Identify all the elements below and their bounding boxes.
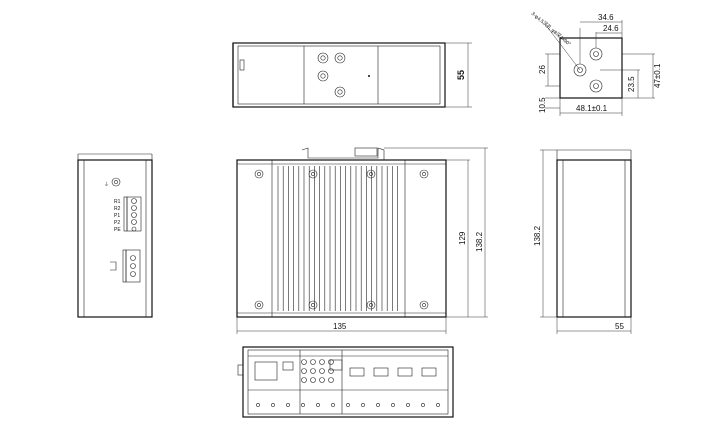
led-indicator bbox=[328, 359, 334, 365]
term-label-2: R2 bbox=[114, 206, 121, 212]
led-indicator bbox=[319, 368, 325, 374]
terminal-dot bbox=[391, 403, 395, 407]
svg-text:⏚: ⏚ bbox=[104, 181, 109, 188]
terminal-block-relay bbox=[110, 249, 141, 283]
dim-front-height-inner: 129 bbox=[458, 231, 467, 245]
terminal-dot bbox=[286, 403, 290, 407]
front-view-screws bbox=[254, 169, 429, 310]
left-side-view: ⏚ R1 R2 P1 P2 PE bbox=[77, 153, 153, 318]
terminal-dot bbox=[256, 403, 260, 407]
dim-front-width: 135 bbox=[333, 322, 347, 331]
terminal-dot bbox=[301, 403, 305, 407]
led-indicator bbox=[310, 368, 316, 374]
dim-holes-bottom-left: 10.5 bbox=[538, 97, 547, 113]
dim-holes-width-inner: 24.6 bbox=[603, 24, 619, 33]
led-indicator bbox=[301, 359, 307, 365]
terminal-dot bbox=[436, 403, 440, 407]
terminal-dot bbox=[421, 403, 425, 407]
terminal-dot bbox=[361, 403, 365, 407]
terminal-dot bbox=[271, 403, 275, 407]
terminal-dot bbox=[376, 403, 380, 407]
led-indicator bbox=[301, 377, 307, 383]
mounting-holes-view: 3-φ4.5沉孔 φ8深4x90° 34.6 24.6 26 47±0.1 23… bbox=[530, 10, 662, 116]
led-indicator bbox=[319, 377, 325, 383]
terminal-dot bbox=[406, 403, 410, 407]
led-indicator bbox=[328, 368, 334, 374]
dim-holes-right-outer: 47±0.1 bbox=[653, 63, 662, 88]
led-indicator bbox=[301, 368, 307, 374]
led-indicator bbox=[310, 359, 316, 365]
dim-holes-bottom-width: 48.1±0.1 bbox=[576, 104, 608, 113]
top-view: 55 bbox=[232, 42, 472, 108]
terminal-dot bbox=[346, 403, 350, 407]
dim-top-height: 55 bbox=[456, 70, 466, 80]
dim-side-width: 55 bbox=[615, 322, 624, 331]
dim-holes-width-outer: 34.6 bbox=[598, 13, 614, 22]
dim-holes-left-offset: 26 bbox=[538, 65, 547, 74]
bottom-view bbox=[237, 346, 454, 418]
led-grid bbox=[301, 359, 334, 383]
terminal-dot bbox=[331, 403, 335, 407]
led-indicator bbox=[328, 377, 334, 383]
front-view: 135 129 138.2 bbox=[236, 147, 488, 334]
top-view-screws bbox=[317, 52, 370, 98]
dim-front-height-outer: 138.2 bbox=[475, 231, 484, 252]
led-indicator bbox=[310, 377, 316, 383]
term-label-3: P1 bbox=[114, 213, 120, 219]
term-label-4: P2 bbox=[114, 220, 120, 226]
dim-side-height: 138.2 bbox=[533, 225, 542, 246]
heatsink-fins bbox=[277, 166, 398, 311]
term-label-5: PE bbox=[114, 227, 121, 233]
bottom-dots bbox=[256, 403, 440, 407]
led-indicator bbox=[319, 359, 325, 365]
terminal-dot bbox=[316, 403, 320, 407]
dim-holes-right-inner: 23.5 bbox=[627, 76, 636, 92]
right-side-view: 138.2 55 bbox=[533, 149, 632, 334]
term-label-1: R1 bbox=[114, 199, 121, 205]
terminal-block-power: R1 R2 P1 P2 PE bbox=[114, 196, 142, 233]
holes-note: 3-φ4.5沉孔 φ8深4x90° bbox=[530, 10, 573, 47]
